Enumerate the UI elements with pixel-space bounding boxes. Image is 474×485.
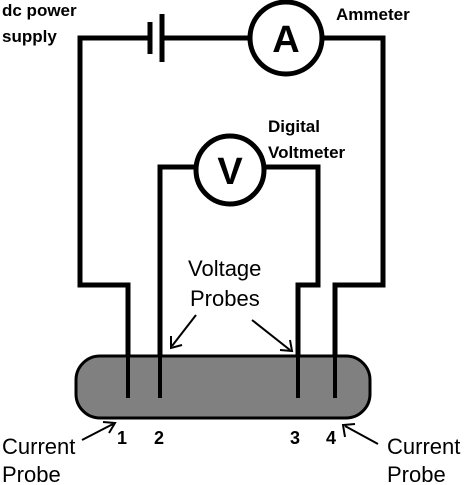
voltage-probe-arrow-right — [251, 319, 294, 353]
current-probe-right-label-line2: Probe — [387, 462, 446, 485]
ammeter-symbol: A — [272, 19, 299, 61]
ammeter-label: Ammeter — [336, 5, 410, 24]
current-wire-left — [77, 35, 153, 381]
power-supply-label-line2: supply — [2, 27, 57, 46]
voltmeter-symbol: V — [217, 151, 243, 193]
battery-icon — [147, 14, 165, 62]
voltmeter-icon: V — [193, 133, 267, 207]
current-probe-left-label-line1: Current — [2, 434, 75, 459]
current-probe-left-label-line2: Probe — [2, 462, 61, 485]
voltage-wire-left — [157, 164, 198, 381]
voltage-wire-right — [263, 164, 321, 381]
voltage-probe-arrow-left — [170, 314, 197, 350]
voltmeter-label-line2: Voltmeter — [268, 143, 346, 162]
voltmeter-label-line1: Digital — [268, 117, 320, 136]
current-probe-arrow-right — [341, 423, 379, 445]
voltage-probes-label-line2: Probes — [190, 286, 260, 311]
current-probe-arrow-left — [81, 421, 117, 441]
probe-number-1: 1 — [117, 428, 127, 448]
probe-number-4: 4 — [326, 428, 336, 448]
power-supply-label-line1: dc power — [2, 1, 77, 20]
current-probe-right-label-line1: Current — [387, 434, 460, 459]
ammeter-icon: A — [247, 0, 325, 77]
current-wire-right — [319, 35, 386, 381]
sample-bar — [74, 354, 372, 420]
voltage-probes-label-line1: Voltage — [188, 256, 261, 281]
probe-number-3: 3 — [290, 428, 300, 448]
probe-number-2: 2 — [154, 428, 164, 448]
